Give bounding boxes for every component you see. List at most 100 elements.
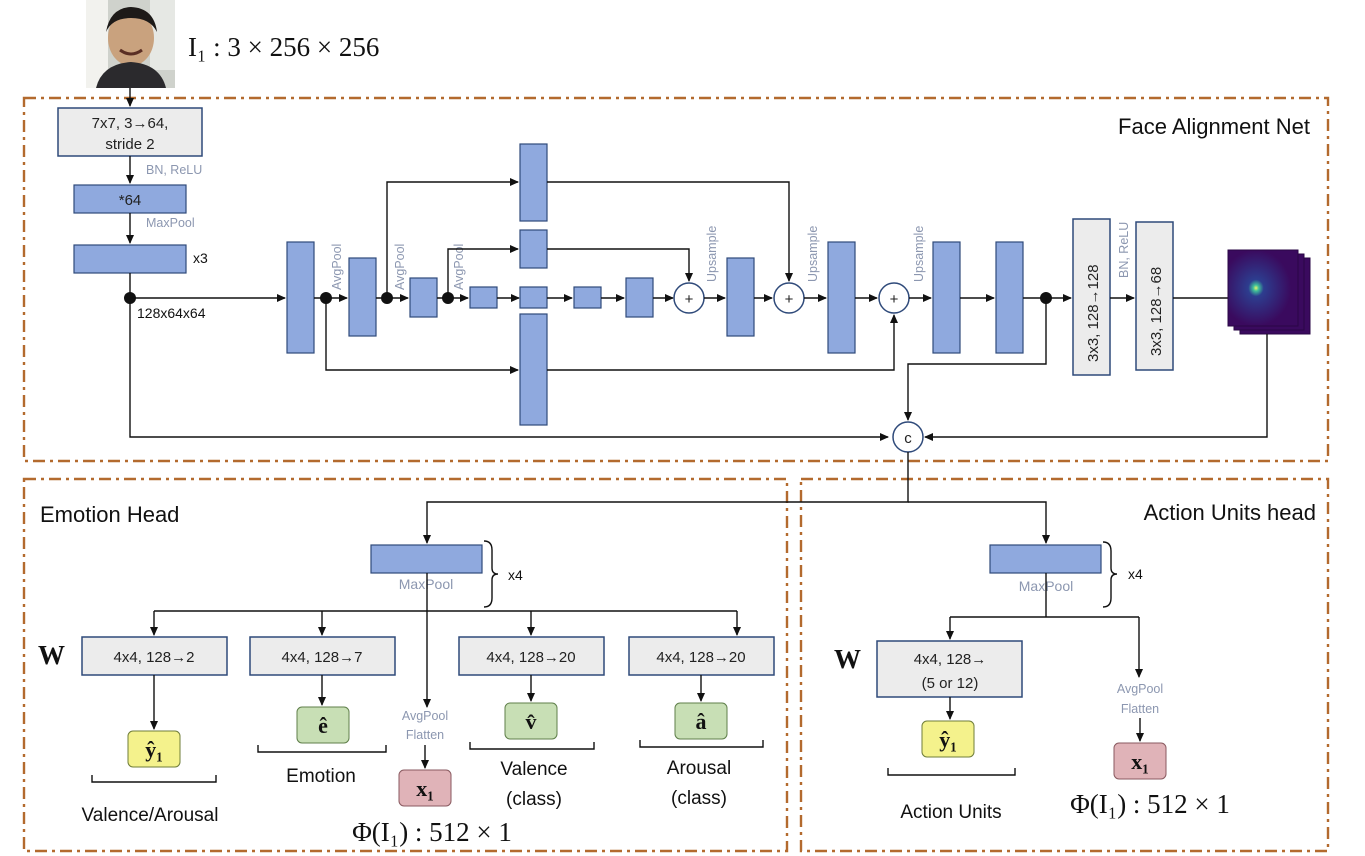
au-flatten-label: Flatten [1121, 702, 1159, 716]
hg-block-8 [827, 241, 856, 354]
au-bracket [1102, 541, 1118, 608]
emotion-fc-label-4: 4x4, 128→20 [656, 649, 745, 666]
au-fc-line1: 4x4, 128→ [914, 651, 987, 668]
bn-relu-label-2: BN, ReLU [1117, 222, 1131, 278]
caption-emotion: Emotion [286, 766, 356, 787]
x3-label: x3 [193, 250, 208, 266]
conv7x7-line2: stride 2 [105, 136, 154, 153]
brace-au [887, 768, 1016, 776]
emotion-output-label: ê [318, 713, 328, 738]
hg-block-7 [726, 257, 755, 337]
au-feature-label: x₁ [1131, 749, 1149, 774]
block-x3 [73, 244, 187, 274]
va-output-box [127, 730, 181, 768]
conv-128-68-label: 3x3, 128→68 [1148, 267, 1165, 356]
add-node-3-sign: + [890, 291, 899, 308]
feature-shape-label: 128x64x64 [137, 305, 206, 321]
caption-arousal-class: (class) [671, 788, 727, 809]
au-head-block [989, 544, 1102, 574]
avgpool-label-3: AvgPool [452, 244, 466, 290]
bn-relu-label: BN, ReLU [146, 163, 202, 177]
hg-block-6 [625, 277, 654, 318]
au-phi-label: Φ(I₁) : 512 × 1 [1070, 789, 1230, 819]
stem-maxpool-label: MaxPool [146, 216, 195, 230]
block-64-label: *64 [119, 192, 142, 209]
caption-valence-class: (class) [506, 789, 562, 810]
au-avgpool-label: AvgPool [1117, 682, 1163, 696]
valence-class-output-box [504, 702, 558, 740]
face-alignment-border [22, 96, 1330, 463]
au-head-border [799, 477, 1330, 853]
emotion-maxpool-label: MaxPool [399, 576, 453, 592]
au-feature-box [1113, 742, 1167, 780]
emotion-fc-box-1 [81, 636, 228, 676]
skip-block-bottom [519, 313, 548, 426]
emotion-flatten-label: Flatten [406, 728, 444, 742]
emotion-head-block [370, 544, 483, 574]
emotion-fc-box-3 [458, 636, 605, 676]
emotion-output-box [296, 706, 350, 744]
valence-class-output-label: v̂ [526, 709, 537, 734]
emotion-feature-label: x₁ [416, 776, 434, 801]
heatmap-stack [1227, 249, 1311, 335]
emotion-fc-label-3: 4x4, 128→20 [486, 649, 575, 666]
concat-label: c [904, 430, 912, 447]
conv-128-128-label: 3x3, 128→128 [1085, 264, 1102, 362]
upsample-label-2: Upsample [806, 226, 820, 282]
conv-128-68-box [1135, 221, 1174, 371]
emotion-fc-label-1: 4x4, 128→2 [114, 649, 195, 666]
avgpool-label-2: AvgPool [393, 244, 407, 290]
caption-arousal: Arousal [667, 758, 731, 779]
conv7x7-line1: 7x7, 3→64, [92, 115, 169, 132]
upsample-label-1: Upsample [705, 226, 719, 282]
hg-block-10 [995, 241, 1024, 354]
au-w-label: W [834, 644, 861, 674]
au-fc-line2: (5 or 12) [922, 675, 979, 692]
face-alignment-title: Face Alignment Net [1118, 114, 1310, 139]
au-output-box [921, 720, 975, 758]
caption-valence: Valence [500, 759, 567, 780]
au-head-title: Action Units head [1144, 500, 1316, 525]
hg-block-1 [286, 241, 315, 354]
add-node-1-sign: + [685, 291, 694, 308]
emotion-w-label: W [38, 640, 65, 670]
hg-block-5 [573, 286, 602, 309]
skip-block-mid [519, 229, 548, 269]
skip-block-center [519, 286, 548, 309]
arousal-class-output-box [674, 702, 728, 740]
caption-valence-arousal: Valence/Arousal [82, 805, 219, 826]
avgpool-label-1: AvgPool [330, 244, 344, 290]
au-output-label: ŷ₁ [939, 727, 957, 752]
emotion-head-border [22, 477, 789, 853]
input-label: I₁ : 3 × 256 × 256 [188, 32, 379, 62]
brace-valence [469, 742, 595, 750]
emotion-fc-box-4 [628, 636, 775, 676]
add-node-2-sign: + [785, 291, 794, 308]
emotion-x4-label: x4 [508, 567, 523, 583]
hg-block-2 [348, 257, 377, 337]
emotion-fc-label-2: 4x4, 128→7 [282, 649, 363, 666]
au-x4-label: x4 [1128, 566, 1143, 582]
caption-action-units: Action Units [900, 802, 1001, 823]
emotion-feature-box [398, 769, 452, 807]
skip-block-top [519, 143, 548, 222]
brace-emotion [257, 745, 387, 753]
upsample-label-3: Upsample [912, 226, 926, 282]
conv7x7-box [57, 107, 203, 157]
conv-128-128-box [1072, 218, 1111, 376]
emotion-head-title: Emotion Head [40, 502, 179, 527]
hg-block-3 [409, 277, 438, 318]
emotion-bracket [483, 540, 499, 608]
au-fc-box [876, 640, 1023, 698]
hg-block-4 [469, 286, 498, 309]
input-face-image [86, 0, 175, 88]
arousal-class-output-label: â [696, 709, 707, 734]
hg-block-9 [932, 241, 961, 354]
va-output-label: ŷ₁ [145, 737, 163, 762]
emotion-phi-label: Φ(I₁) : 512 × 1 [352, 817, 512, 847]
brace-va [91, 775, 217, 783]
emotion-avgpool-label: AvgPool [402, 709, 448, 723]
block-64 [73, 184, 187, 214]
brace-arousal [639, 740, 764, 748]
